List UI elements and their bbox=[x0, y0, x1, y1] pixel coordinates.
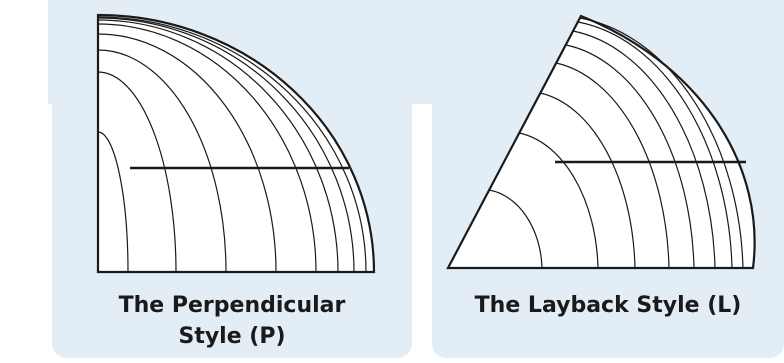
layback-arc bbox=[579, 17, 744, 269]
perpendicular-arc bbox=[97, 19, 339, 273]
layback-caption: The Layback Style (L) bbox=[432, 290, 784, 321]
perpendicular-caption: The Perpendicular Style (P) bbox=[52, 290, 412, 352]
layback-arc bbox=[555, 62, 670, 269]
layback-arc bbox=[572, 30, 716, 269]
perpendicular-arc bbox=[97, 16, 367, 273]
layback-style-panel: The Layback Style (L) bbox=[432, 0, 784, 358]
perpendicular-arcs bbox=[97, 16, 367, 273]
perpendicular-arc bbox=[97, 49, 227, 273]
layback-arc bbox=[539, 92, 636, 269]
layback-arcs bbox=[488, 17, 744, 269]
perpendicular-arc bbox=[97, 17, 355, 273]
layback-arc bbox=[518, 132, 599, 269]
layback-caption-line1: The Layback Style (L) bbox=[474, 293, 742, 318]
layback-arc bbox=[488, 189, 543, 269]
perpendicular-fan-diagram bbox=[96, 13, 376, 274]
perpendicular-arc bbox=[97, 131, 129, 273]
perpendicular-arc bbox=[97, 23, 317, 273]
perpendicular-caption-line2: Style (P) bbox=[178, 324, 286, 349]
perpendicular-style-panel: The Perpendicular Style (P) bbox=[52, 0, 412, 358]
perpendicular-caption-line1: The Perpendicular bbox=[118, 293, 346, 318]
perpendicular-fan-outline bbox=[96, 13, 376, 274]
layback-fan-diagram bbox=[446, 14, 756, 270]
layback-arc bbox=[565, 44, 695, 269]
layback-arc bbox=[577, 21, 733, 269]
perpendicular-arc bbox=[97, 71, 177, 273]
perpendicular-arc bbox=[97, 33, 277, 273]
